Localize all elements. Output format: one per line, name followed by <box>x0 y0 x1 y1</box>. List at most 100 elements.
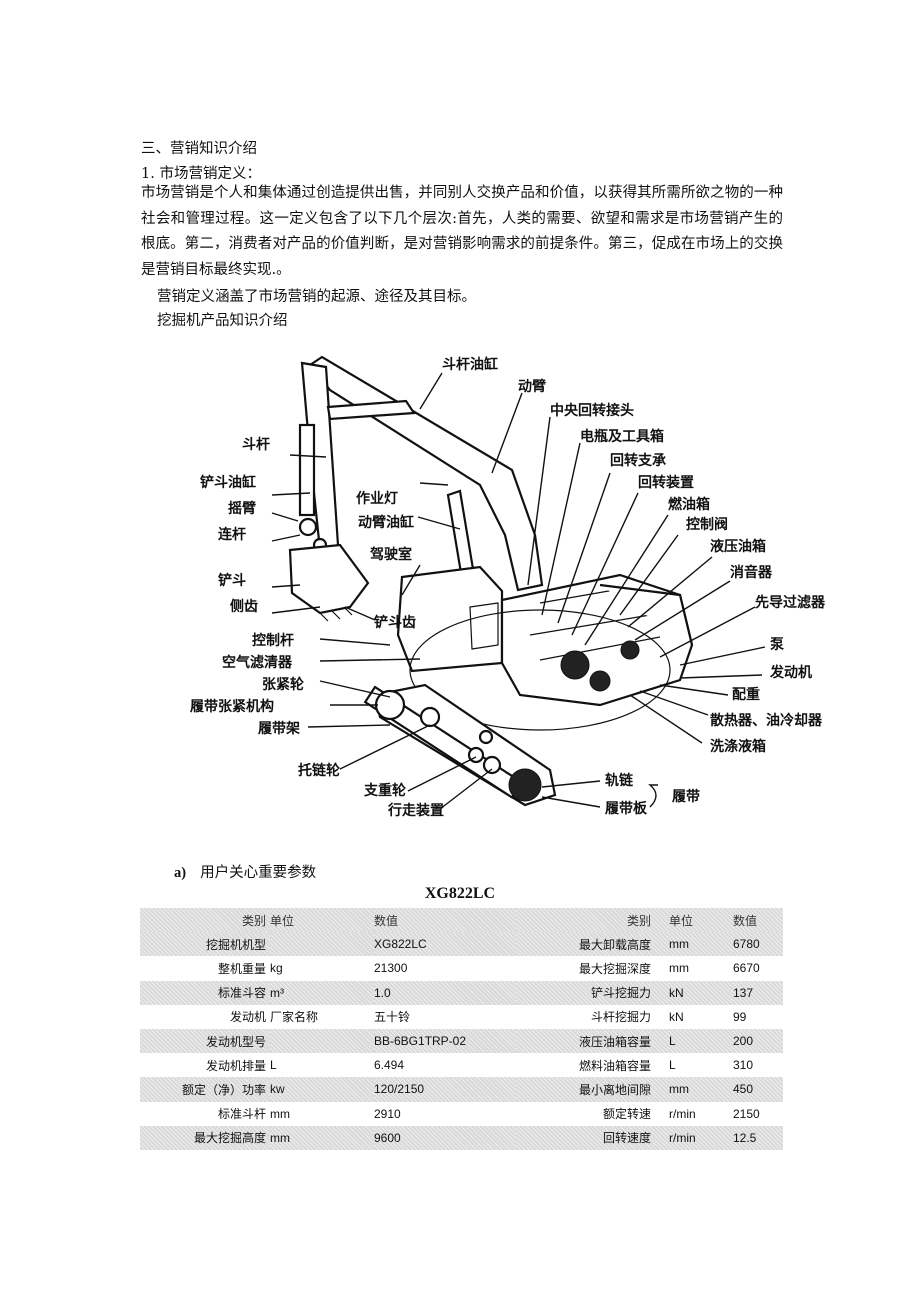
label-pilot-filter: 先导过滤器 <box>755 594 826 611</box>
label-battery-toolbox: 电瓶及工具箱 <box>580 428 664 445</box>
table-cell: kN <box>669 1009 684 1024</box>
label-bucket: 铲斗 <box>218 572 246 589</box>
header-cell: 数值 <box>733 908 783 933</box>
table-cell: 310 <box>733 1058 754 1073</box>
table-cell: 21300 <box>374 961 408 976</box>
header-cell: 单位 <box>669 908 733 933</box>
excavator-diagram: 斗杆油缸 动臂 中央回转接头 电瓶及工具箱 回转支承 回转装置 燃油箱 控制阀 … <box>190 355 826 819</box>
table-cell: 1.0 <box>374 980 516 1005</box>
label-air-filter: 空气滤清器 <box>222 654 293 671</box>
model-title: XG822LC <box>424 885 496 902</box>
label-pump: 泵 <box>770 637 784 653</box>
table-cell: 2910 <box>374 1106 401 1121</box>
params-title: 用户关心重要参数 <box>200 865 317 881</box>
table-cell: 标准斗容 <box>140 980 270 1005</box>
label-idler: 张紧轮 <box>262 676 304 693</box>
bucket-cylinder-shape <box>298 423 316 517</box>
label-hydraulic-tank: 液压油箱 <box>710 538 766 555</box>
label-track-roller: 支重轮 <box>363 782 406 799</box>
summary-line: 营销定义涵盖了市场营销的起源、途径及其目标。 <box>157 289 476 305</box>
table-cell: 6.494 <box>374 1058 405 1073</box>
table-cell: 450 <box>733 1077 783 1102</box>
product-title: 挖掘机产品知识介绍 <box>157 313 288 329</box>
params-heading: a) 用户关心重要参数 <box>174 861 316 882</box>
header-cell: 单位 <box>270 908 374 933</box>
table-cell: 2150 <box>733 1106 760 1121</box>
table-cell: 发动机 <box>229 1010 266 1025</box>
label-muffler: 消音器 <box>730 564 773 581</box>
label-track-shoe: 履带板 <box>605 800 648 817</box>
label-slewing-support: 回转支承 <box>610 452 666 469</box>
table-cell: 最小离地间隙 <box>516 1077 669 1102</box>
table-cell: 12.5 <box>733 1125 783 1150</box>
table-cell: L <box>669 1028 733 1054</box>
table-cell: r/min <box>669 1106 696 1121</box>
label-slewing-device: 回转装置 <box>638 474 694 491</box>
definition-paragraph: 市场营销是个人和集体通过创造提供出售，并同别人交换产品和价值，以获得其所需所欲之… <box>141 185 783 278</box>
table-cell: 最大卸载高度 <box>516 932 669 957</box>
table-cell: 铲斗挖掘力 <box>516 980 669 1005</box>
label-travel-device: 行走装置 <box>387 802 444 819</box>
label-bucket-cylinder: 铲斗油缸 <box>200 474 256 491</box>
table-cell: XG822LC <box>374 932 516 957</box>
label-boom-cylinder: 动臂油缸 <box>358 514 414 531</box>
table-cell: mm <box>669 1077 733 1102</box>
label-stick: 斗杆 <box>242 436 270 453</box>
table-cell: mm <box>270 1106 290 1121</box>
label-work-light: 作业灯 <box>356 490 398 507</box>
table-cell: 厂家名称 <box>270 1010 319 1025</box>
table-cell <box>270 1028 374 1054</box>
label-bucket-teeth: 铲斗齿 <box>374 614 416 631</box>
table-cell: 额定（净）功率 <box>140 1077 270 1102</box>
table-cell: 液压油箱容量 <box>516 1028 669 1054</box>
table-cell: m³ <box>270 980 374 1005</box>
table-cell: 燃料油箱容量 <box>578 1058 651 1073</box>
table-cell: 回转速度 <box>516 1125 669 1150</box>
table-cell: kN <box>669 980 733 1005</box>
label-center-joint: 中央回转接头 <box>550 402 634 419</box>
label-track-tensioner: 履带张紧机构 <box>190 698 274 715</box>
table-cell: r/min <box>669 1125 733 1150</box>
sprocket <box>508 768 542 802</box>
label-carrier-roller: 托链轮 <box>298 762 340 779</box>
label-counterweight: 配重 <box>732 686 760 703</box>
label-cab: 驾驶室 <box>369 546 412 563</box>
table-cell: 挖掘机机型 <box>140 932 270 957</box>
label-side-teeth: 侧齿 <box>230 598 258 615</box>
label-stick-cylinder: 斗杆油缸 <box>442 356 498 373</box>
table-cell: mm <box>270 1125 374 1150</box>
table-cell: mm <box>669 932 733 957</box>
table-cell: 6780 <box>733 932 783 957</box>
params-marker: a) <box>174 865 187 881</box>
table-header-row: 类别 单位 数值 类别 单位 数值 <box>140 908 783 933</box>
boom-shape <box>308 355 544 592</box>
label-boom: 动臂 <box>518 378 546 395</box>
label-fuel-tank: 燃油箱 <box>668 496 710 513</box>
slewing-ring <box>409 609 671 731</box>
label-control-valve: 控制阀 <box>686 516 728 533</box>
table-cell: 整机重量 <box>217 961 266 976</box>
table-cell: mm <box>669 961 689 976</box>
label-track-chain: 轨链 <box>605 772 634 789</box>
link-pin <box>298 517 318 537</box>
label-control-lever: 控制杆 <box>252 632 294 649</box>
table-cell: L <box>669 1058 676 1073</box>
header-cell: 类别 <box>516 908 669 933</box>
label-track-frame: 履带架 <box>258 720 300 737</box>
table-cell: 137 <box>733 980 783 1005</box>
label-track: 履带 <box>672 788 700 805</box>
table-cell <box>270 932 374 957</box>
table-cell: 200 <box>733 1028 783 1054</box>
label-engine: 发动机 <box>769 664 812 681</box>
header-cell: 数值 <box>374 908 516 933</box>
table-cell: kg <box>270 961 283 976</box>
